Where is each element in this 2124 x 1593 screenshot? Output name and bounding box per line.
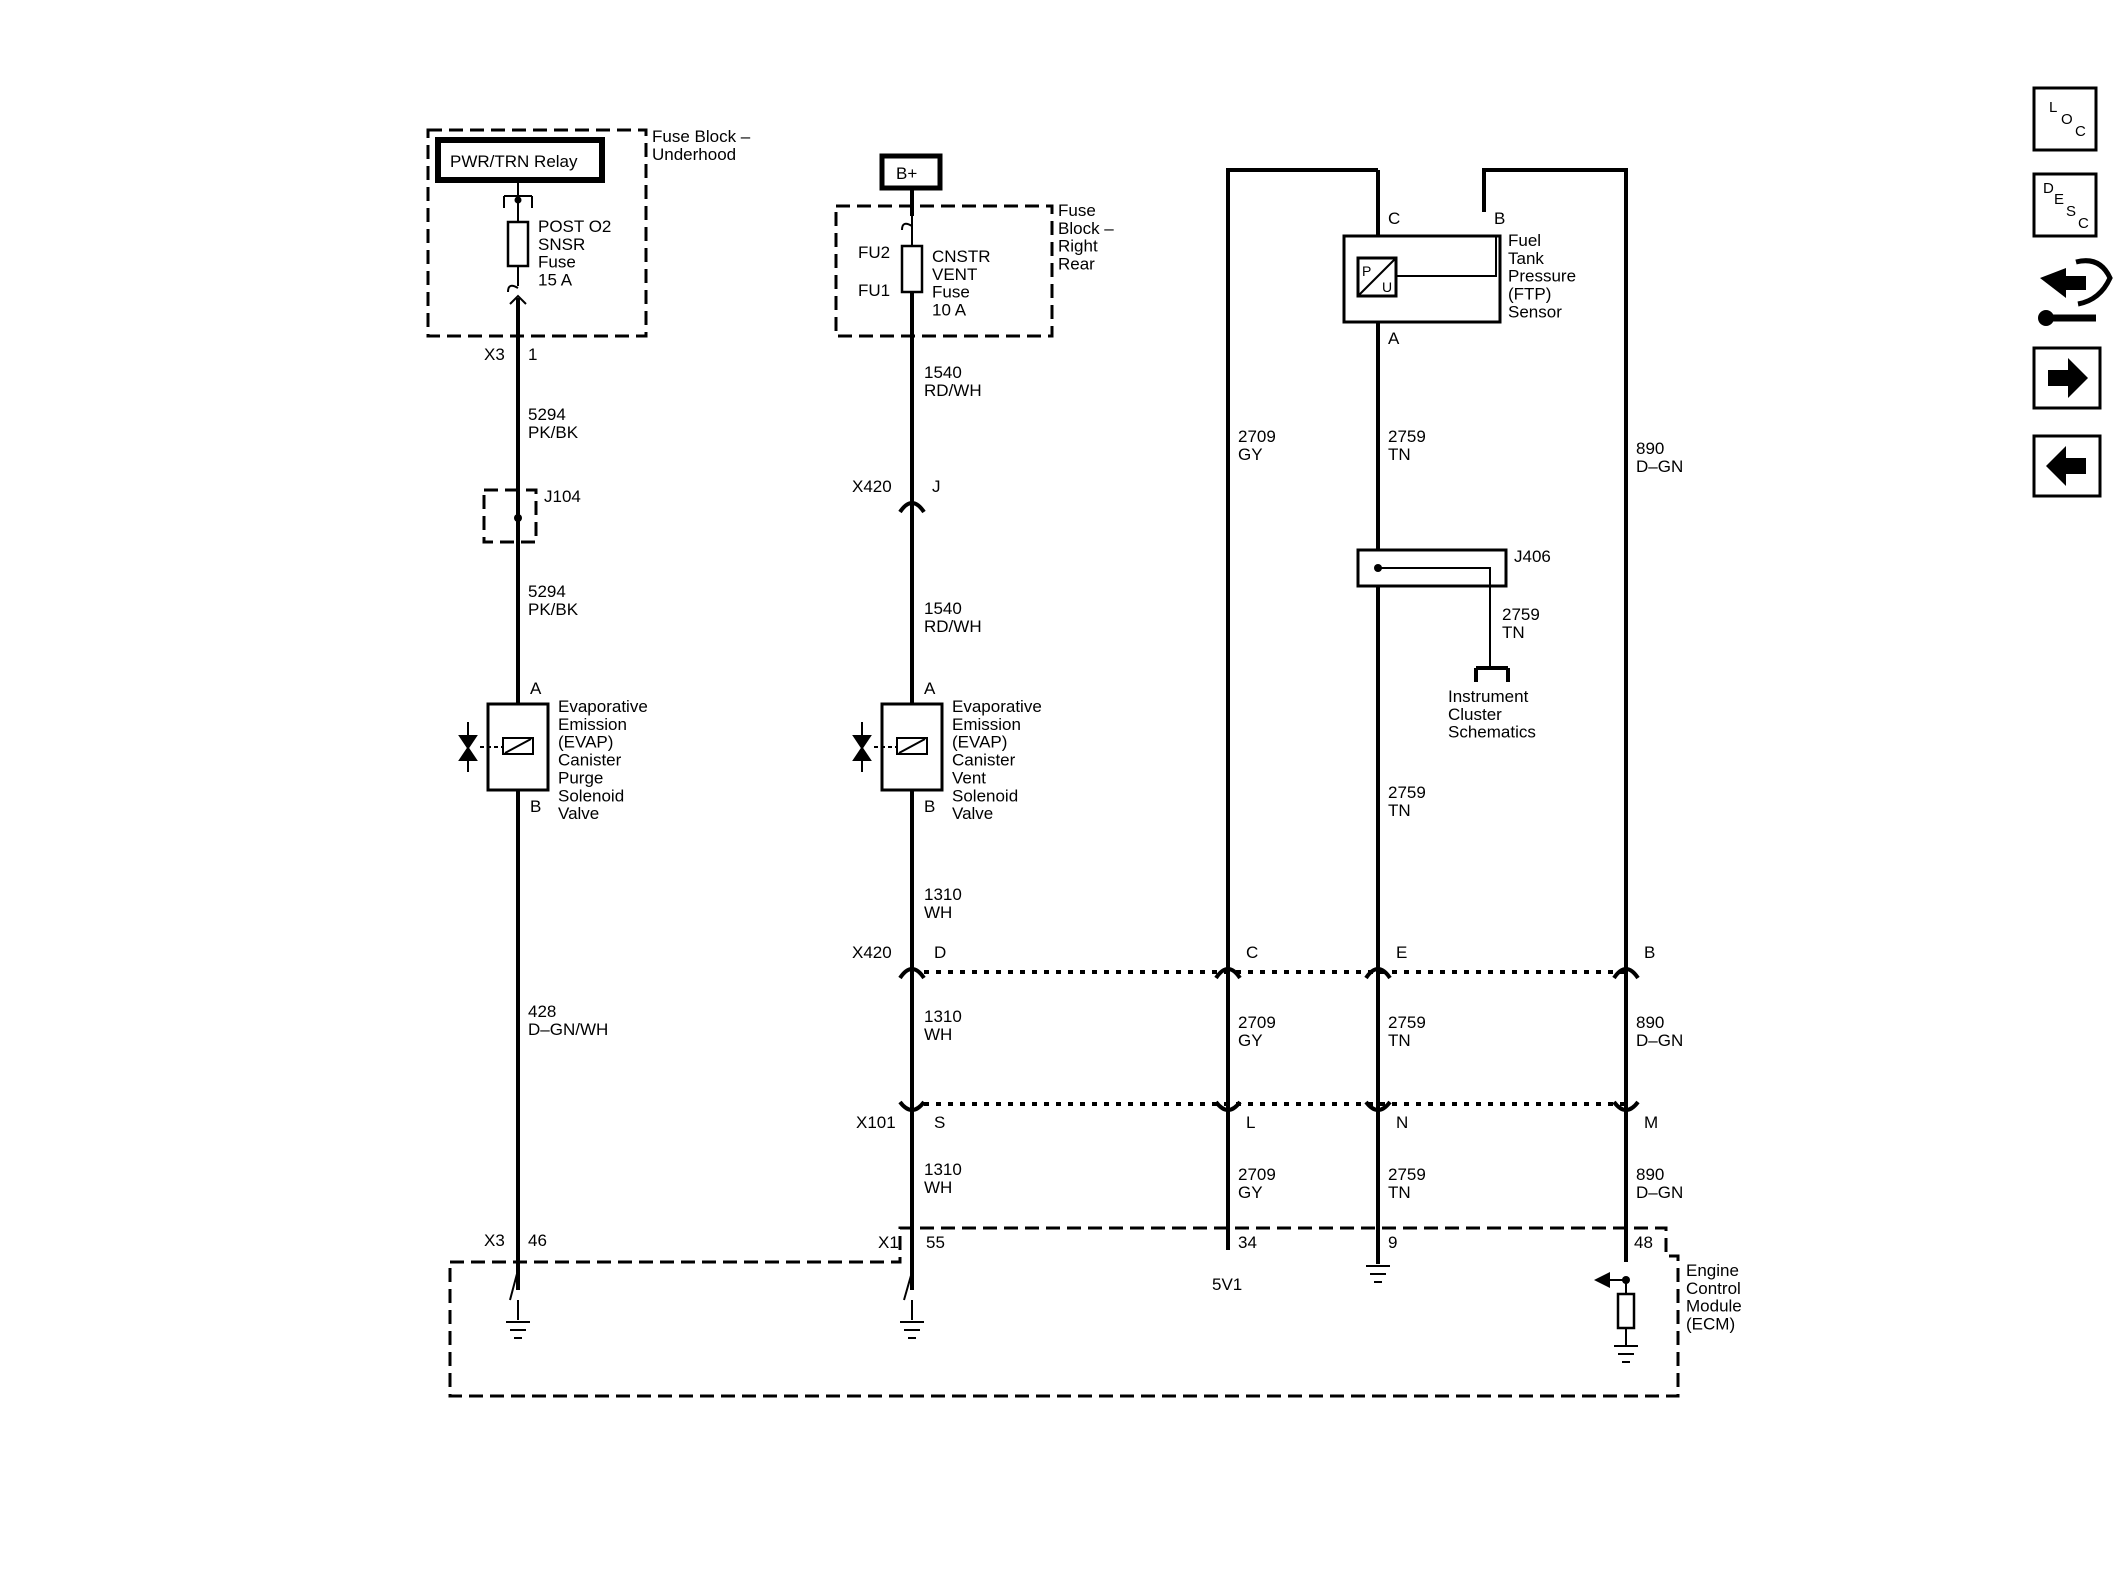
- x101-label: X101: [856, 1113, 896, 1132]
- arrow-left-icon: [2046, 446, 2086, 486]
- ground-symbol: [1366, 1265, 1390, 1283]
- ftp-pin-b: B: [1494, 209, 1505, 228]
- ground-symbol: [900, 1321, 924, 1339]
- previous-arrow-button[interactable]: [2032, 434, 2102, 498]
- ecm-signal-input: [1594, 1272, 1638, 1363]
- x101-l-pin: L: [1246, 1113, 1255, 1132]
- next-arrow-button[interactable]: [2032, 346, 2102, 410]
- vent-pin-a: A: [924, 679, 936, 698]
- loc-letter-o: O: [2061, 111, 2073, 128]
- x1-label: X1: [878, 1233, 899, 1252]
- x420-j-pin: J: [932, 477, 941, 496]
- purge-pin-b: B: [530, 797, 541, 816]
- purge-pin-a: A: [530, 679, 542, 698]
- x1-pin-55: 55: [926, 1233, 945, 1252]
- loc-button[interactable]: L O C: [2032, 86, 2098, 152]
- desc-letter-c: C: [2078, 215, 2089, 232]
- pwr-trn-relay: PWR/TRN Relay: [435, 137, 605, 183]
- j406-splice: J406: [1356, 547, 1551, 682]
- desc-letter-s: S: [2066, 203, 2076, 220]
- pwr-trn-relay-label: PWR/TRN Relay: [450, 152, 578, 171]
- fuse-block-underhood: Fuse Block –Underhood: [426, 127, 751, 338]
- loc-letter-l: L: [2049, 99, 2057, 116]
- j104-label: J104: [544, 487, 581, 506]
- arrow-right-icon: [2048, 358, 2088, 398]
- j406-label: J406: [1514, 547, 1551, 566]
- ftp-p-label: P: [1362, 263, 1371, 279]
- ftp-u-label: U: [1382, 279, 1392, 295]
- fuse-block-underhood-title: Fuse Block –Underhood: [652, 127, 751, 164]
- desc-button[interactable]: D E S C: [2032, 172, 2098, 238]
- fu1-label: FU1: [858, 281, 890, 300]
- ftp-pin-a: A: [1388, 329, 1400, 348]
- diagnostic-tools-icon[interactable]: [2038, 258, 2113, 326]
- ecm-5v-label: 5V1: [1212, 1275, 1242, 1294]
- loc-letter-c: C: [2075, 123, 2086, 140]
- x3-top-pin: 1: [528, 345, 537, 364]
- ftp-pin-c: C: [1388, 209, 1400, 228]
- vent-pin-b: B: [924, 797, 935, 816]
- x420-j-connector: [898, 501, 926, 514]
- ecm-pin-9: 9: [1388, 1233, 1397, 1252]
- b-plus-terminal: B+: [879, 153, 943, 191]
- x101-m-pin: M: [1644, 1113, 1658, 1132]
- wire-890-signal: [1482, 168, 1628, 1262]
- desc-letter-e: E: [2054, 191, 2064, 208]
- j104-splice: J104: [482, 487, 581, 544]
- b-plus-label: B+: [896, 164, 917, 183]
- x420-d-label: X420: [852, 943, 892, 962]
- desc-letter-d: D: [2043, 180, 2054, 197]
- fu2-label: FU2: [858, 243, 890, 262]
- x420-e-pin: E: [1396, 943, 1407, 962]
- x420-b-pin: B: [1644, 943, 1655, 962]
- x3-bottom-pin: 46: [528, 1231, 547, 1250]
- x420-c-pin: C: [1246, 943, 1258, 962]
- x3-top-label: X3: [484, 345, 505, 364]
- wire-2709-5v-ref: [1226, 168, 1378, 1250]
- ground-symbol: [506, 1321, 530, 1339]
- x3-bottom-label: X3: [484, 1231, 505, 1250]
- x420-d-pin: D: [934, 943, 946, 962]
- ecm-pin-48: 48: [1634, 1233, 1653, 1252]
- x101-n-pin: N: [1396, 1113, 1408, 1132]
- x420-j-label: X420: [852, 477, 892, 496]
- ecm-pin-34: 34: [1238, 1233, 1257, 1252]
- x101-s-pin: S: [934, 1113, 945, 1132]
